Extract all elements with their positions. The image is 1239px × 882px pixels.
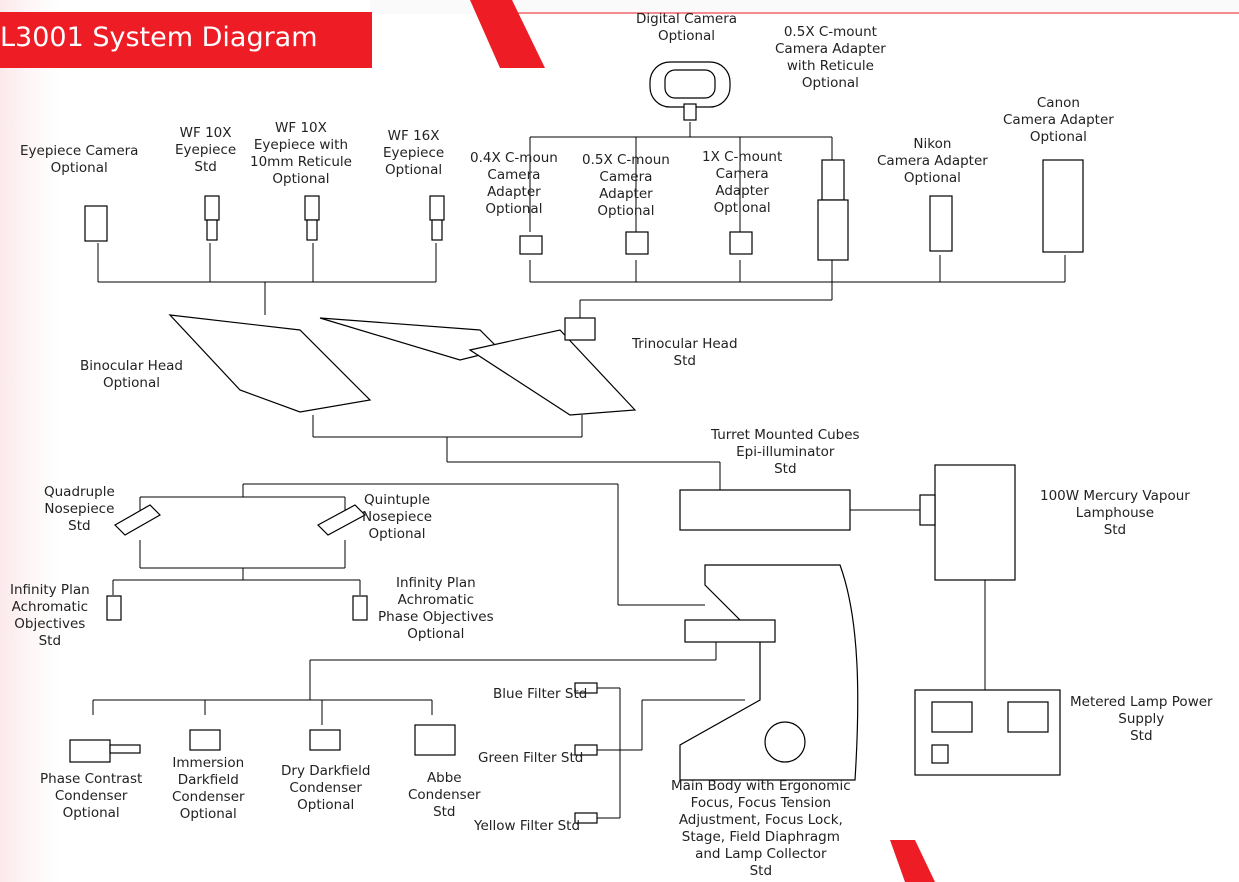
accent-slash-top bbox=[470, 0, 545, 68]
main-body-drawing bbox=[679, 564, 859, 781]
quintuple-nosepiece-drawing bbox=[317, 504, 366, 536]
label-yellow-filter: Yellow Filter Std bbox=[474, 818, 581, 834]
page-title: L3001 System Diagram bbox=[0, 22, 318, 53]
quadruple-nosepiece-drawing bbox=[114, 504, 161, 536]
phase-condenser-drawing bbox=[69, 739, 111, 763]
lamphouse-drawing bbox=[934, 464, 1016, 581]
binocular-head-drawing bbox=[168, 314, 372, 413]
accent-slash-bottom bbox=[890, 840, 935, 882]
c04-adapter-drawing bbox=[519, 235, 543, 255]
title-bar bbox=[0, 12, 372, 68]
component-drawings bbox=[69, 61, 1084, 824]
top-band bbox=[370, 0, 1239, 14]
trinocular-head-drawing bbox=[468, 329, 637, 416]
connector-lines bbox=[92, 122, 1066, 819]
turret-drawing bbox=[679, 489, 851, 531]
label-blue-filter: Blue Filter Std bbox=[493, 686, 588, 702]
eyepiece-camera-drawing bbox=[84, 205, 108, 242]
label-green-filter: Green Filter Std bbox=[478, 750, 584, 766]
